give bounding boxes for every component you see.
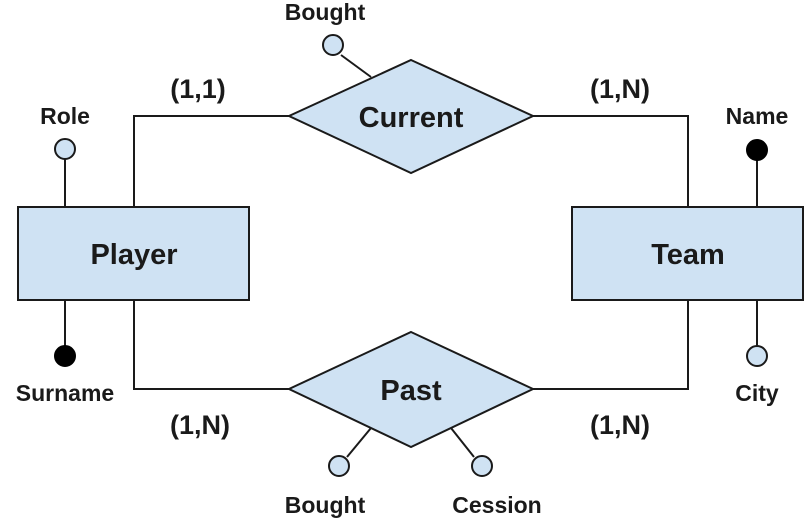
player-current-cardinality: (1,1) bbox=[170, 74, 226, 104]
player-entity[interactable] bbox=[17, 206, 250, 301]
team-current-cardinality: (1,N) bbox=[590, 74, 650, 104]
past-label: Past bbox=[380, 375, 442, 407]
city-label: City bbox=[735, 380, 779, 406]
past-team-link bbox=[533, 300, 689, 390]
current-bought-dot bbox=[322, 34, 344, 56]
surname-key-dot bbox=[54, 345, 76, 367]
player-current-link bbox=[133, 115, 289, 207]
cession-label: Cession bbox=[452, 492, 541, 518]
current-label: Current bbox=[359, 102, 464, 134]
past-bought-stem bbox=[346, 427, 372, 458]
current-bought-stem bbox=[340, 54, 372, 78]
past-bought-dot bbox=[328, 455, 350, 477]
surname-label: Surname bbox=[16, 380, 114, 406]
current-relationship[interactable] bbox=[286, 58, 536, 175]
current-team-link bbox=[533, 115, 689, 207]
player-label: Player bbox=[90, 239, 177, 271]
past-relationship[interactable] bbox=[286, 330, 536, 449]
team-label: Team bbox=[651, 239, 725, 271]
player-past-cardinality: (1,N) bbox=[170, 410, 230, 440]
team-past-cardinality: (1,N) bbox=[590, 410, 650, 440]
connector-lines bbox=[64, 54, 758, 458]
cession-dot bbox=[471, 455, 493, 477]
city-attribute-dot bbox=[746, 345, 768, 367]
team-entity[interactable] bbox=[571, 206, 804, 301]
role-attribute-dot bbox=[54, 138, 76, 160]
name-label: Name bbox=[726, 103, 789, 129]
past-bought-label: Bought bbox=[285, 492, 366, 518]
player-past-link bbox=[133, 300, 289, 390]
current-bought-label: Bought bbox=[285, 0, 366, 25]
cession-stem bbox=[450, 427, 475, 458]
role-label: Role bbox=[40, 103, 90, 129]
name-key-dot bbox=[746, 139, 768, 161]
